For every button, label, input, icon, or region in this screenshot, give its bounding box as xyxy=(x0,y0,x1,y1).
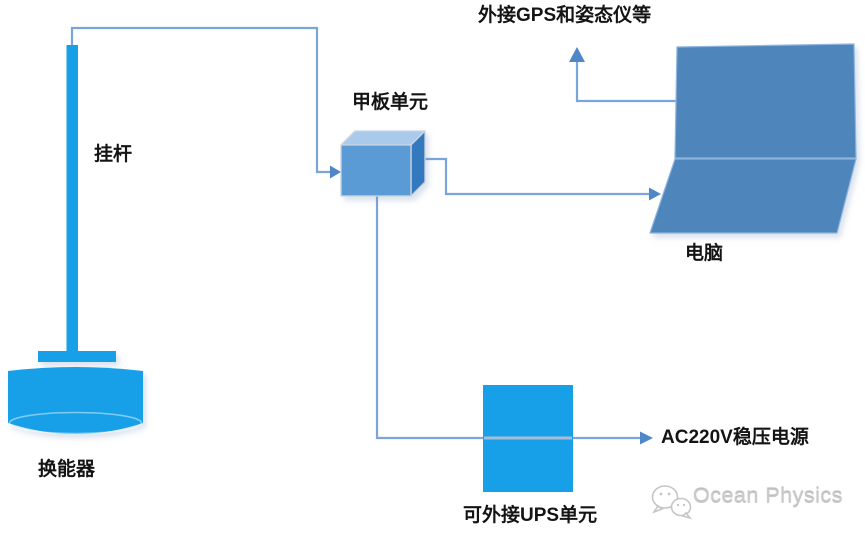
connector-laptop-to-gps xyxy=(575,61,676,103)
wechat-eye xyxy=(676,503,680,507)
transducer-cylinder xyxy=(8,367,143,434)
connector-deck-to-laptop xyxy=(424,157,650,196)
wechat-eye xyxy=(667,492,671,496)
connector-pole-to-deck xyxy=(70,26,331,174)
transducer-bottom-rim xyxy=(8,411,143,435)
arrowhead-up-gps xyxy=(569,47,585,62)
wechat-small-bubble xyxy=(670,497,692,517)
arrowhead-into-power xyxy=(640,431,653,445)
wechat-big-bubble xyxy=(651,485,679,509)
computer-label: 电脑 xyxy=(685,243,724,264)
arrowhead-into-deck-unit xyxy=(330,165,341,179)
wechat-eye xyxy=(682,503,686,507)
pole-shape xyxy=(66,45,78,352)
power-annotation-label: AC220V稳压电源 xyxy=(661,427,809,448)
watermark-brand: Ocean Physics xyxy=(693,484,843,508)
transducer-flange xyxy=(38,351,116,362)
deck-unit-label: 甲板单元 xyxy=(352,92,429,113)
transducer-shape xyxy=(8,351,143,435)
arrowhead-into-laptop xyxy=(649,187,661,201)
ups-label: 可外接UPS单元 xyxy=(463,505,598,526)
transducer-label: 换能器 xyxy=(38,459,96,480)
deck-unit-shape xyxy=(340,130,426,197)
laptop-keyboard xyxy=(649,158,857,234)
ups-shape xyxy=(483,385,573,492)
deck-unit-front-face xyxy=(340,144,412,197)
laptop-shape xyxy=(649,43,857,234)
wechat-icon xyxy=(651,485,693,520)
wechat-big-bubble-tail xyxy=(651,504,664,514)
connector-deck-to-ups xyxy=(375,196,484,440)
wechat-eye xyxy=(659,492,663,496)
pole-label: 挂杆 xyxy=(94,144,133,165)
wechat-small-bubble-tail xyxy=(681,511,693,520)
laptop-screen xyxy=(674,43,857,159)
gps-annotation-label: 外接GPS和姿态仪等 xyxy=(478,5,652,26)
